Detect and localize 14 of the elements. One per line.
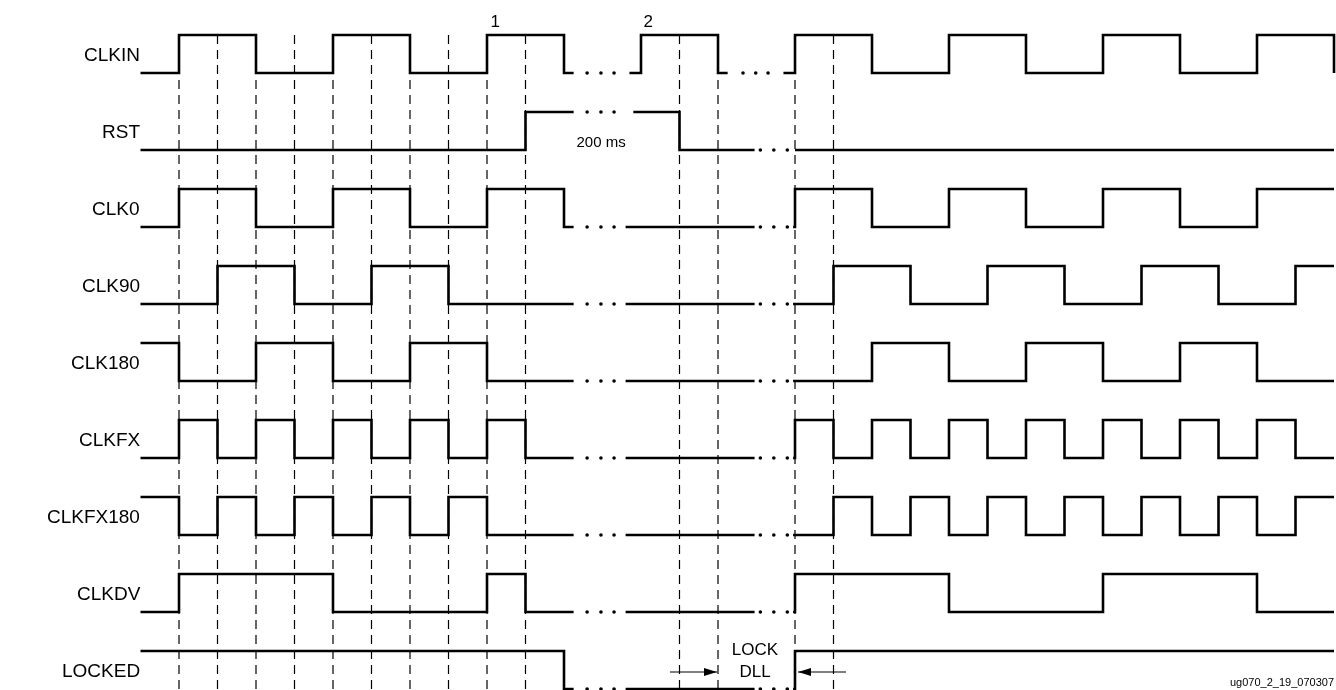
cycle-number: 1 (490, 11, 500, 33)
signal-label: CLKIN (84, 43, 140, 67)
signal-label: CLK90 (82, 274, 141, 298)
duration-label: 200 ms (576, 132, 626, 152)
signal-label: CLK0 (92, 197, 140, 221)
signal-label: CLK180 (71, 351, 140, 375)
dimension-label: LOCK DLL (730, 639, 780, 683)
signal-label: CLKDV (77, 582, 141, 606)
signal-label: CLKFX (79, 428, 141, 452)
signal-label: LOCKED (62, 659, 141, 683)
figure-id: ug070_2_19_070307 (1230, 675, 1334, 690)
cycle-number: 2 (643, 11, 653, 33)
signal-label: RST (102, 120, 140, 144)
signal-label: CLKFX180 (47, 505, 140, 529)
